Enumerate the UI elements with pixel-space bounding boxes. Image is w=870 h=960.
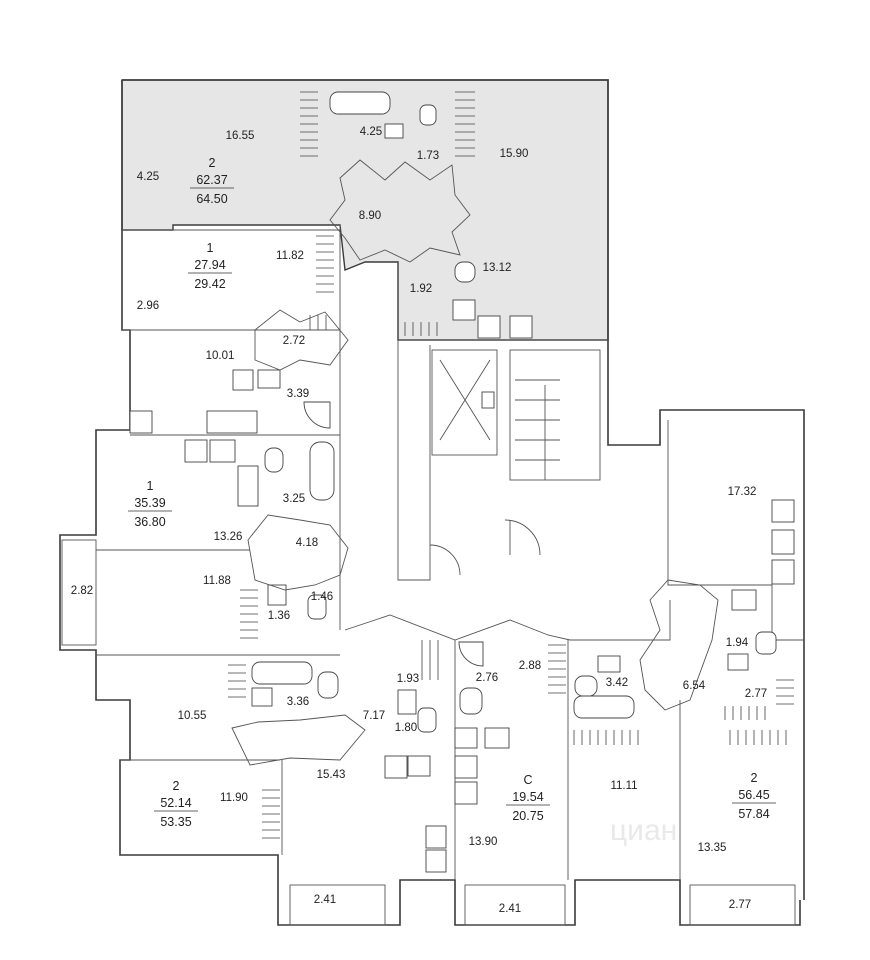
apartment-rooms: 2: [751, 771, 758, 785]
room-area: 10.01: [206, 350, 235, 362]
apartment-rooms: 2: [209, 156, 216, 170]
apartment-rooms: 2: [173, 779, 180, 793]
room-area: 2.41: [314, 894, 336, 906]
apartment-label-e: С 19.54 20.75: [506, 773, 550, 823]
room-area: 2.96: [137, 300, 159, 312]
doors: [231, 159, 719, 766]
room-area: 3.25: [283, 493, 305, 505]
room-area: 1.80: [395, 722, 417, 734]
room-area: 8.90: [359, 210, 381, 222]
apartment-label-b: 1 27.94 29.42: [188, 241, 232, 291]
room-area: 4.25: [360, 126, 382, 138]
apartment-rooms: С: [523, 773, 532, 787]
room-area: 11.11: [610, 780, 637, 792]
apartment-total-area: 20.75: [512, 809, 543, 823]
room-area: 15.43: [317, 769, 346, 781]
apartment-rooms: 1: [147, 479, 154, 493]
room-area: 2.77: [729, 899, 751, 911]
apartment-living-area: 62.37: [196, 173, 227, 187]
room-area: 15.90: [500, 148, 529, 160]
apartment-label-a: 2 62.37 64.50: [190, 156, 234, 206]
room-area: 1.36: [268, 610, 290, 622]
room-area: 2.88: [519, 660, 541, 672]
room-area: 13.12: [483, 262, 512, 274]
watermark: циан: [610, 814, 677, 847]
apartment-total-area: 64.50: [196, 192, 227, 206]
apartment-total-area: 36.80: [134, 515, 165, 529]
apartment-label-c: 1 35.39 36.80: [128, 479, 172, 529]
room-area: 1.93: [397, 673, 419, 685]
room-area: 1.92: [410, 283, 432, 295]
apartment-living-area: 35.39: [134, 496, 165, 510]
room-area: 11.90: [220, 792, 248, 804]
room-area-labels: 16.55 4.25 4.25 1.73 15.90 8.90 13.12 1.…: [71, 126, 767, 915]
room-area: 2.41: [499, 903, 521, 915]
apartment-total-area: 29.42: [194, 277, 225, 291]
room-area: 2.82: [71, 585, 93, 597]
room-area: 1.94: [726, 637, 749, 649]
room-area: 4.18: [296, 537, 318, 549]
room-area: 11.88: [203, 575, 231, 587]
room-area: 11.82: [276, 250, 304, 262]
room-area: 2.76: [476, 672, 498, 684]
apartment-label-f: 2 56.45 57.84: [732, 771, 776, 821]
room-area: 13.90: [469, 836, 498, 848]
apartment-living-area: 56.45: [738, 788, 769, 802]
room-area: 4.25: [137, 171, 159, 183]
room-area: 3.42: [606, 677, 628, 689]
fixtures: [129, 91, 795, 873]
apartment-total-area: 57.84: [738, 807, 769, 821]
room-area: 1.46: [311, 591, 333, 603]
room-area: 10.55: [178, 710, 207, 722]
room-area: 1.73: [417, 150, 439, 162]
room-area: 2.72: [283, 335, 305, 347]
room-area: 13.26: [214, 531, 243, 543]
room-area: 6.54: [683, 680, 706, 692]
room-area: 3.39: [287, 388, 309, 400]
window-hatches: [228, 91, 794, 839]
room-area: 2.77: [745, 688, 767, 700]
apartment-label-d: 2 52.14 53.35: [154, 779, 198, 829]
apartment-rooms: 1: [207, 241, 214, 255]
apartment-living-area: 52.14: [160, 796, 191, 810]
apartment-living-area: 27.94: [194, 258, 225, 272]
room-area: 3.36: [287, 696, 309, 708]
room-area: 16.55: [226, 130, 255, 142]
room-area: 17.32: [728, 486, 757, 498]
room-area: 7.17: [363, 710, 385, 722]
apartment-living-area: 19.54: [512, 790, 543, 804]
room-area: 13.35: [698, 842, 727, 854]
apartment-total-area: 53.35: [160, 815, 191, 829]
